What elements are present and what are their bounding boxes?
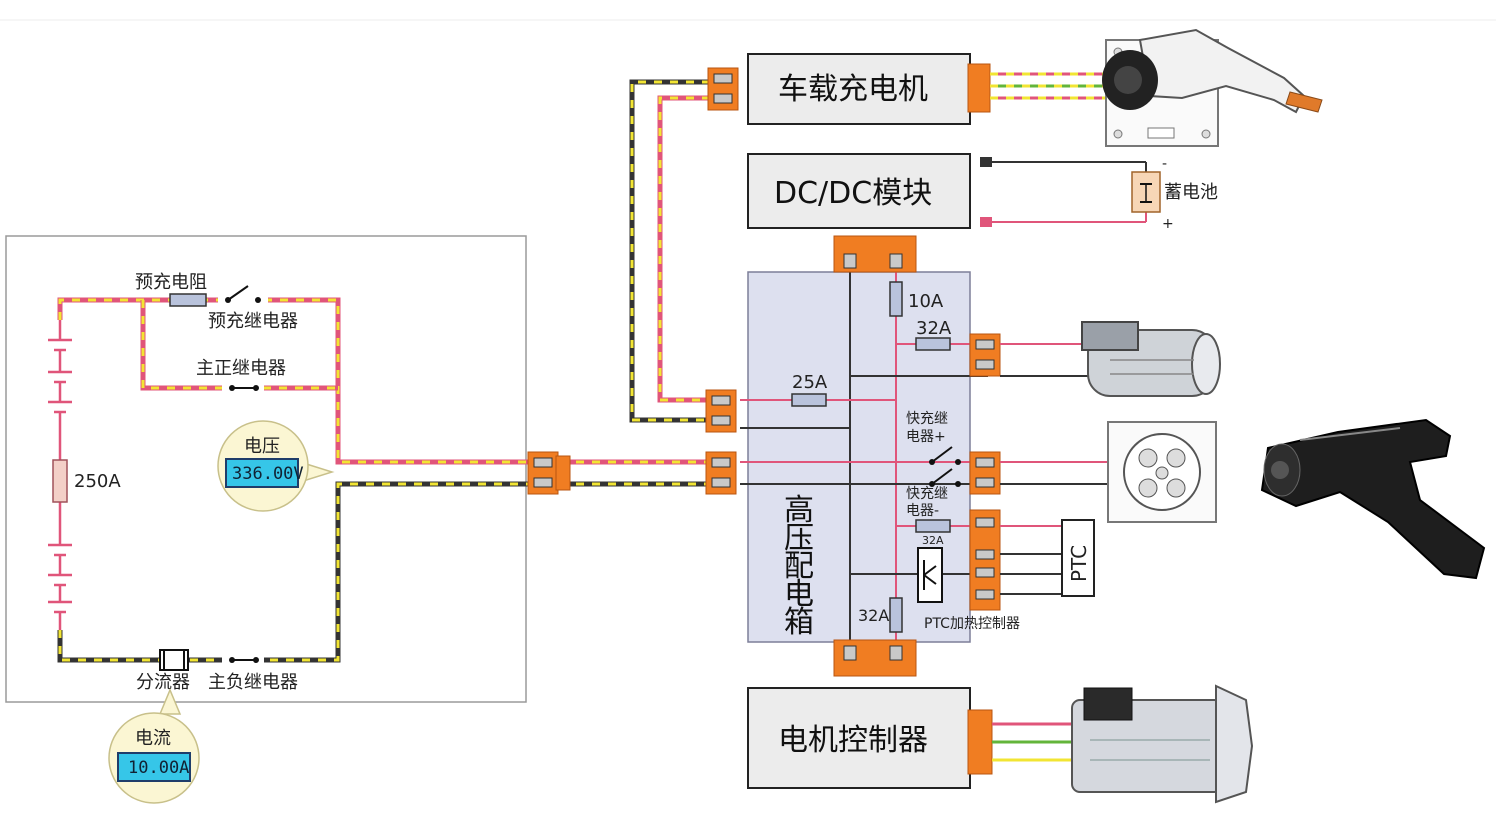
main-positive-relay-label: 主正继电器 [196,358,286,379]
hv-box-title-2: 配 [784,549,814,584]
precharge-relay-icon [218,285,268,306]
fuse-25a [791,393,827,407]
dc-inlet-icon [1107,421,1217,523]
shunt-icon [159,649,189,671]
compressor-icon [1081,321,1221,397]
obc-connector-left [707,67,739,111]
main-positive-relay-icon [222,382,264,394]
ptc-controller-label: PTC加热控制器 [924,616,1020,632]
lv-battery-icon [1131,171,1161,213]
current-label: 电流 [135,728,171,749]
motor-wiring [992,722,1076,762]
dc-charge-gun-icon [1260,418,1486,580]
hvbox-connector-pack [705,451,737,495]
dcdc-label: DC/DC模块 [774,176,932,211]
fuse-32a-small [915,519,951,533]
ac-charge-gun-icon [1102,28,1323,114]
hv-box-title-0: 高 [784,493,814,528]
lv-wiring [990,161,1147,223]
main-negative-relay-label: 主负继电器 [208,672,298,693]
hvbox-connector-compressor [969,333,1001,377]
pack-fuse [52,459,68,503]
fast-neg-relay-label-2: 电器- [906,503,939,519]
motor-controller-label: 电机控制器 [778,723,928,758]
precharge-resistor [169,293,207,307]
pack-fuse-label: 250A [74,471,121,492]
hv-box-title-4: 箱 [784,605,814,640]
fast-neg-relay-label-1: 快充继 [906,486,948,502]
lv-battery-minus: - [1162,156,1167,172]
hvbox-connector-dc [969,451,1001,495]
voltage-label: 电压 [244,436,280,457]
pack-connector [527,451,559,495]
hv-box-title-1: 压 [784,521,814,556]
fuse-32a-top [915,337,951,351]
precharge-resistor-label: 预充电阻 [135,272,207,293]
fuse-25a-label: 25A [792,372,828,393]
main-negative-relay-icon [222,654,264,666]
fast-charge-negative-relay-icon [929,468,961,487]
fuse-32a-top-label: 32A [916,318,952,339]
voltage-value: 336.00V [232,464,304,484]
motor-controller-connector [967,709,993,775]
pack-negative-wiring [57,481,530,663]
ptc-label: PTC [1067,545,1091,582]
fast-charge-positive-relay-icon [929,446,961,465]
ptc-wiring [1000,525,1064,595]
current-meter: 电流 10.00A [108,688,200,804]
ac-charge-cables [990,72,1110,100]
lv-battery-label: 蓄电池 [1164,182,1218,203]
fuse-32a-bottom [889,597,903,633]
fuse-10a-label: 10A [908,291,944,312]
obc-box [747,53,971,125]
dc-inlet-wiring [1000,461,1116,485]
fast-pos-relay-label-1: 快充继 [906,411,948,427]
battery-cells-icon [48,320,72,630]
precharge-relay-label: 预充继电器 [208,311,298,332]
hv-box-title-3: 电 [784,577,814,612]
drive-motor-icon [1071,684,1254,804]
voltage-meter: 电压 336.00V [217,420,335,512]
shunt-label: 分流器 [136,672,190,693]
hvbox-connector-obc [705,389,737,433]
motor-controller-box [747,687,971,789]
obc-connector-right [967,63,991,113]
obc-cables [629,79,720,423]
fuse-10a [889,281,903,317]
fuse-32a-small-label: 32A [922,534,944,547]
pack-positive-wiring [57,297,530,465]
main-hv-cables [560,459,720,487]
dcdc-box [747,153,971,229]
obc-label: 车载充电机 [778,72,928,107]
current-value: 10.00A [128,758,189,778]
lv-battery-plus: + [1162,216,1174,232]
ptc-controller-switch-icon [917,547,943,603]
fuse-32a-bottom-label: 32A [858,606,889,625]
fast-pos-relay-label-2: 电器+ [906,429,946,445]
ptc-box [1061,519,1095,597]
